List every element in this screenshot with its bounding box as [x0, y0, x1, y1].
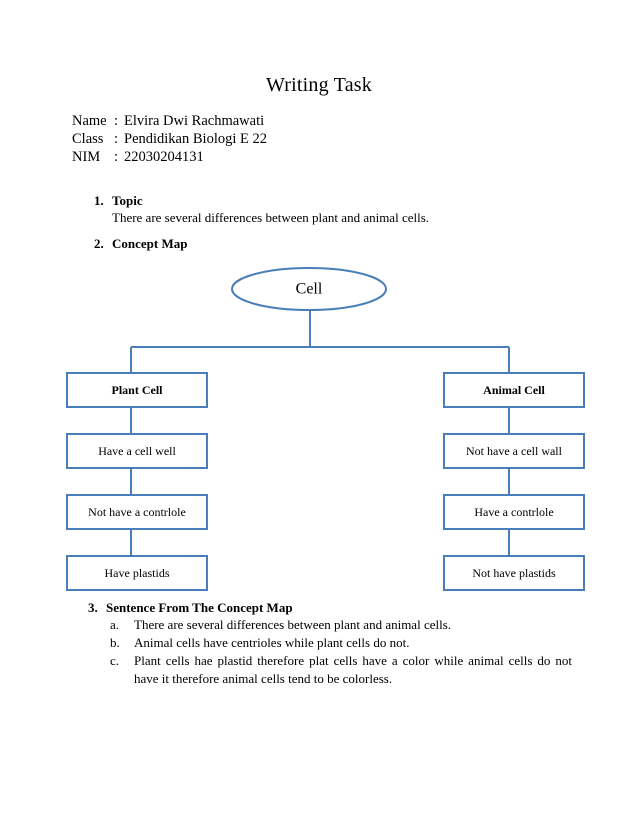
identity-value-nim: 22030204131 — [124, 149, 204, 166]
identity-value-class: Pendidikan Biologi E 22 — [124, 131, 267, 148]
concept-node-root-label: Cell — [296, 281, 323, 298]
identity-label-class: Class — [72, 131, 104, 148]
list-item: a. There are several differences between… — [110, 616, 572, 634]
concept-node-animal-3-shape — [443, 555, 585, 591]
concept-map-diagram: Cell Plant Cell Have a cell well Not hav… — [0, 260, 638, 600]
identity-separator-nim: : — [114, 149, 119, 166]
concept-node-animal-1-label: Not have a cell wall — [466, 444, 563, 458]
concept-node-plant-cell-shape — [66, 372, 208, 408]
concept-node-animal-cell-shape — [443, 372, 585, 408]
section-topic-title: Topic — [112, 193, 143, 208]
concept-node-animal-cell-label: Animal Cell — [483, 383, 545, 397]
section-sentences-title: Sentence From The Concept Map — [106, 600, 293, 615]
concept-node-plant-1-label: Have a cell well — [98, 444, 176, 458]
concept-node-animal-3-label: Not have plastids — [472, 566, 556, 580]
list-item-text-a: There are several differences between pl… — [134, 617, 452, 632]
identity-row-nim: NIM : 22030204131 — [72, 148, 267, 166]
section-topic-number: 1. — [94, 193, 104, 208]
list-item-text-c: Plant cells hae plastid therefore plat c… — [134, 653, 572, 686]
concept-node-plant-cell-label: Plant Cell — [112, 383, 164, 397]
section-concept-map-number: 2. — [94, 236, 104, 251]
identity-separator-class: : — [114, 131, 119, 148]
identity-row-name: Name : Elvira Dwi Rachmawati — [72, 112, 267, 130]
sentence-list: a. There are several differences between… — [110, 616, 572, 688]
section-sentences-heading: 3. Sentence From The Concept Map — [88, 600, 293, 617]
concept-node-animal-1-shape — [443, 433, 585, 469]
identity-label-nim: NIM — [72, 149, 101, 166]
section-concept-map-heading: 2. Concept Map — [94, 236, 187, 253]
section-topic: 1. Topic There are several differences b… — [94, 193, 429, 226]
identity-separator-name: : — [114, 113, 119, 129]
page-title: Writing Task — [266, 74, 372, 96]
identity-value-name: Elvira Dwi Rachmawati — [124, 113, 265, 129]
concept-map-connectors — [130, 310, 510, 556]
concept-node-plant-3-shape — [66, 555, 208, 591]
list-item: b. Animal cells have centrioles while pl… — [110, 634, 572, 652]
concept-node-plant-1-shape — [66, 433, 208, 469]
concept-node-plant-3-label: Have plastids — [105, 566, 170, 580]
section-concept-map: 2. Concept Map — [94, 236, 187, 253]
section-sentences-number: 3. — [88, 600, 98, 615]
list-item: c. Plant cells hae plastid therefore pla… — [110, 652, 572, 687]
concept-node-root-shape — [231, 267, 387, 311]
concept-node-animal-2-shape — [443, 494, 585, 530]
concept-node-plant-2-shape — [66, 494, 208, 530]
list-item-marker-a: a. — [110, 617, 120, 632]
list-item-marker-c: c. — [110, 653, 120, 668]
section-topic-body: There are several differences between pl… — [112, 209, 430, 225]
concept-node-plant-2-label: Not have a contrlole — [88, 505, 186, 519]
section-concept-map-title: Concept Map — [112, 236, 188, 251]
identity-label-name: Name — [72, 113, 107, 129]
section-sentences: 3. Sentence From The Concept Map — [88, 600, 293, 617]
identity-row-class: Class : Pendidikan Biologi E 22 — [72, 130, 267, 148]
section-topic-heading: 1. Topic — [94, 193, 429, 210]
list-item-text-b: Animal cells have centrioles while plant… — [134, 635, 410, 650]
list-item-marker-b: b. — [110, 635, 120, 650]
concept-node-animal-2-label: Have a contrlole — [474, 505, 553, 519]
identity-block: Name : Elvira Dwi Rachmawati Class : Pen… — [72, 112, 267, 167]
